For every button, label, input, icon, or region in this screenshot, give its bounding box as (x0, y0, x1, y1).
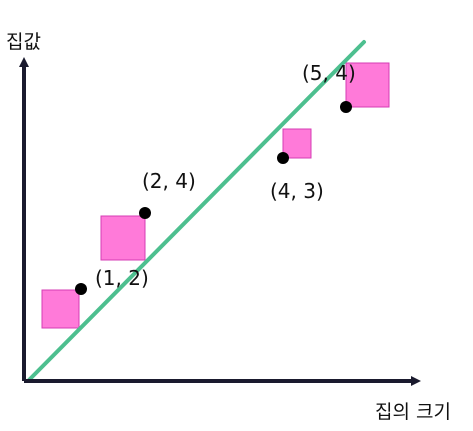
residual-square-4 (345, 62, 390, 108)
point-label-2: (2, 4) (142, 169, 196, 193)
regression-line (27, 40, 366, 382)
point-label-3: (4, 3) (270, 179, 324, 203)
residual-square-2 (100, 215, 146, 261)
point-label-1: (1, 2) (95, 266, 149, 290)
data-point-2 (139, 207, 151, 219)
data-point-3 (277, 152, 289, 164)
point-label-4: (5, 4) (302, 61, 356, 85)
x-axis-label: 집의 크기 (375, 401, 451, 423)
y-axis-label: 집값 (6, 31, 41, 53)
data-point-4 (340, 101, 352, 113)
data-point-1 (75, 283, 87, 295)
residual-square-1 (41, 289, 80, 329)
residual-square-3 (282, 128, 312, 159)
